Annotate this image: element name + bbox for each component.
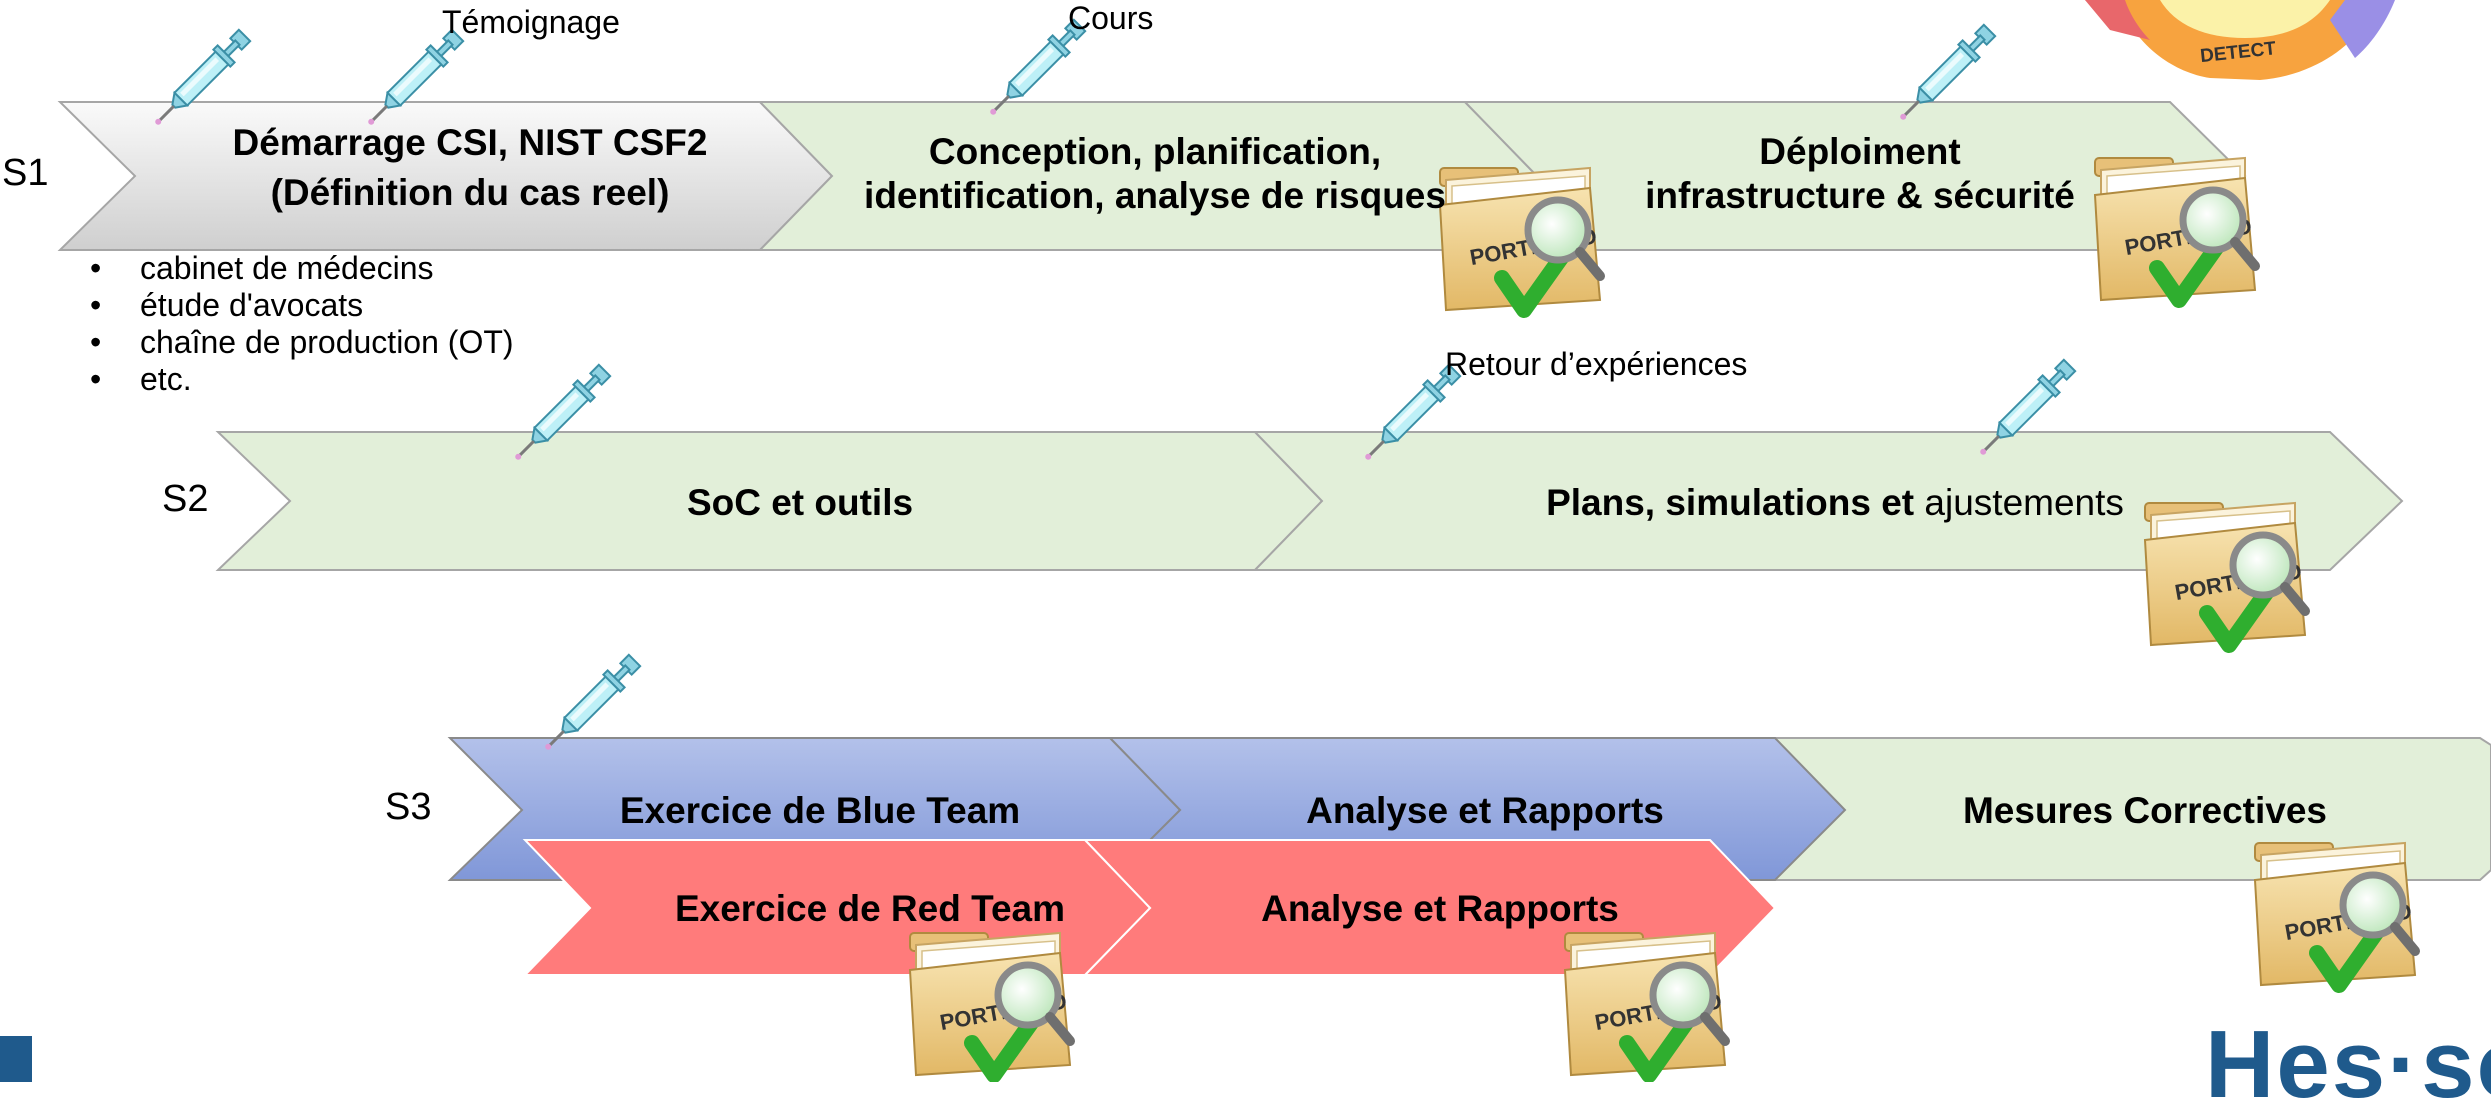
step-s1-start-line2: (Définition du cas reel) (270, 171, 670, 213)
step-s3-red-team: Exercice de Red Team (674, 888, 1066, 929)
hes-so-logo: Hes·so (2205, 1010, 2491, 1120)
step-s1-concept: Conception, planification, identificatio… (850, 130, 1460, 219)
case-item: etc. (90, 361, 514, 398)
portfolio-folder-icon (2255, 843, 2415, 985)
portfolio-folder-icon (2095, 158, 2255, 300)
step-s2-plans: Plans, simulations et ajustements (1510, 478, 2160, 528)
step-s1-start-line1: Démarrage CSI, NIST CSF2 (232, 122, 708, 163)
case-item: cabinet de médecins (90, 250, 514, 287)
case-item: chaîne de production (OT) (90, 324, 514, 361)
case-item: étude d'avocats (90, 287, 514, 324)
step-s2-plans-normal: ajustements (1914, 482, 2124, 523)
row-label-s1: S1 (2, 152, 49, 194)
case-list: cabinet de médecins étude d'avocats chaî… (90, 250, 514, 398)
step-s3-red-analysis: Analyse et Rapports (1261, 888, 1619, 929)
note-retour-experiences: Retour d’expériences (1445, 346, 1748, 382)
note-temoignage: Témoignage (442, 4, 620, 40)
step-s1-deploy: Déploiment infrastructure & sécurité (1620, 130, 2100, 219)
row-label-s2: S2 (162, 478, 209, 520)
process-diagram: PORTFOLIO DETECT (57, 0, 2491, 1082)
step-s2-soc: SoC et outils (686, 482, 914, 523)
step-s3-corrective: Mesures Correctives (1962, 790, 2328, 831)
brand-right: so (2421, 1011, 2491, 1118)
step-s3-blue-team: Exercice de Blue Team (619, 790, 1021, 831)
step-s1-concept-line1: Conception, planification, (928, 131, 1382, 172)
step-s1-start: Démarrage CSI, NIST CSF2 (Définition du … (200, 118, 740, 218)
step-s3-blue-analysis: Analyse et Rapports (1306, 790, 1664, 831)
brand-separator: · (2387, 1011, 2422, 1118)
nist-wheel-icon: DETECT (2085, 0, 2395, 80)
step-s1-concept-line2: identification, analyse de risques (864, 175, 1446, 217)
step-s1-deploy-line1: Déploiment (1759, 131, 1961, 172)
note-cours: Cours (1068, 0, 1154, 36)
row-label-s3: S3 (385, 786, 432, 828)
step-s1-deploy-line2: infrastructure & sécurité (1645, 175, 2075, 217)
s2-plans-arrow (1252, 431, 2404, 571)
portfolio-folder-icon (1565, 933, 1725, 1075)
logo-edge-mark (0, 1036, 32, 1082)
brand-left: Hes (2205, 1011, 2388, 1118)
portfolio-folder-icon (1440, 168, 1600, 310)
portfolio-folder-icon (2145, 503, 2305, 645)
step-s2-plans-bold: Plans, simulations et (1546, 482, 1915, 523)
portfolio-folder-icon (910, 933, 1070, 1075)
